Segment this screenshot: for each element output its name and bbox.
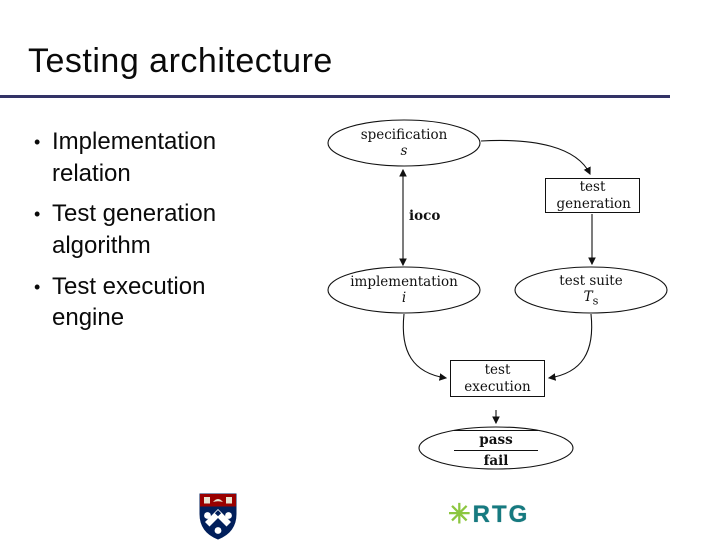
page-title: Testing architecture: [28, 42, 333, 80]
bullet-item: • Implementation relation: [34, 126, 284, 189]
test-execution-label: test execution: [464, 362, 531, 395]
spec-to-generation-arrow: [481, 140, 591, 176]
implementation-symbol: i: [401, 290, 407, 306]
rtg-star-icon: ✳: [448, 499, 471, 529]
rtg-logo: ✳ RTG: [448, 501, 529, 528]
verdict-pass-label: pass: [454, 431, 538, 451]
bullet-icon: •: [34, 276, 41, 297]
implementation-to-execution-arrow: [403, 314, 448, 381]
bullet-icon: •: [34, 204, 41, 225]
bullet-list: • Implementation relation • Test generat…: [34, 126, 284, 343]
test-execution-box: test execution: [450, 360, 545, 397]
test-generation-box: test generation: [545, 178, 640, 213]
specification-label: specification s: [360, 127, 448, 159]
specification-symbol: s: [400, 143, 408, 159]
bullet-text: Test execution engine: [52, 272, 206, 332]
ioco-label: ioco: [409, 208, 441, 224]
test-suite-symbol: Ts: [583, 288, 599, 308]
test-generation-label: test generation: [556, 179, 631, 212]
bullet-icon: •: [34, 132, 41, 152]
test-suite-label: test suite Ts: [559, 273, 623, 308]
suite-to-execution-arrow: [547, 314, 592, 381]
rtg-logo-text: RTG: [472, 500, 530, 528]
bullet-item: • Test generation algorithm: [34, 198, 284, 261]
bullet-item: • Test execution engine: [34, 271, 284, 334]
penn-shield-logo: [199, 493, 237, 540]
bullet-text: Implementation relation: [52, 128, 217, 187]
verdict-fail-label: fail: [483, 453, 509, 469]
verdict-labels: pass fail: [454, 430, 538, 469]
bullet-text: Test generation algorithm: [52, 200, 217, 260]
implementation-label: implementation i: [350, 274, 458, 306]
title-underline: [0, 95, 670, 98]
